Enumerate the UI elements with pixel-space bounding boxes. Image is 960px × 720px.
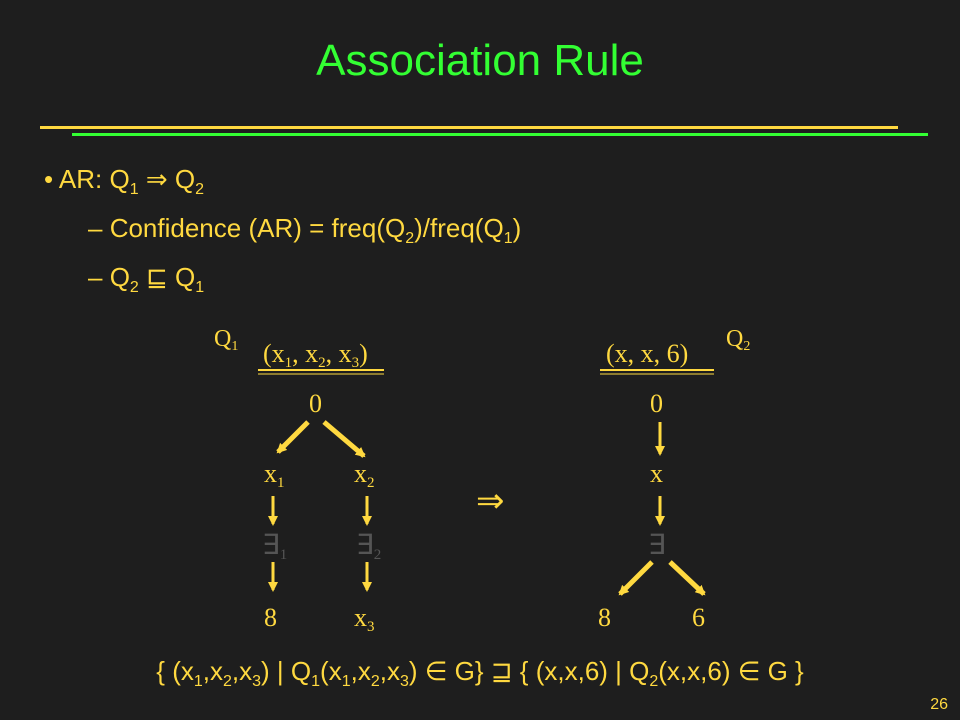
ar-prefix: AR: Q	[58, 164, 130, 194]
bullet-containment: – Q2 ⊑ Q1	[44, 258, 521, 307]
conf-sub2: 1	[503, 230, 513, 248]
q2-edge-exists-left	[618, 560, 654, 596]
q2-label: Q2	[726, 326, 750, 354]
ar-op: ⇒ Q	[138, 164, 196, 194]
cont-prefix: Q	[109, 262, 130, 293]
conf-mid: )/freq(Q	[414, 213, 504, 244]
dash: –	[88, 262, 110, 293]
q1-head-tuple: (x1, x2, x3)	[263, 339, 368, 371]
dash: –	[88, 213, 110, 244]
ar-sub1: 1	[129, 181, 139, 199]
q2-head-tuple: (x, x, 6)	[606, 339, 688, 368]
q1-leaf-left: 8	[264, 603, 277, 632]
q2-edge-exists-right	[668, 560, 706, 596]
q1-child-left: x1	[264, 459, 285, 491]
bullet-dot: •	[44, 164, 59, 194]
q2-child: x	[650, 459, 663, 488]
query-tree-diagram: Q1 (x1, x2, x3) 0 x1 x2 ∃1 ∃2 8 x3 ⇒ Q2 …	[214, 326, 750, 635]
q1-exists-right: ∃2	[356, 530, 381, 563]
conf-sub1: 2	[405, 230, 415, 248]
q1-leaf-right: x3	[354, 603, 375, 635]
conf-prefix: Confidence (AR) = freq(Q	[109, 213, 406, 244]
title-underline-green	[72, 133, 928, 136]
slide-title: Association Rule	[316, 36, 644, 85]
q1-root: 0	[309, 389, 322, 418]
q1-exists-left: ∃1	[262, 530, 287, 563]
q2-root: 0	[650, 389, 663, 418]
bullet-confidence: – Confidence (AR) = freq(Q2)/freq(Q1)	[44, 209, 521, 258]
cont-op: ⊑ Q	[138, 262, 196, 293]
bullet-list: • AR: Q1 ⇒ Q2 – Confidence (AR) = freq(Q…	[44, 160, 521, 308]
title-underline-yellow	[40, 126, 898, 129]
q2-leaf-left: 8	[598, 603, 611, 632]
q1-edge-root-left	[276, 420, 310, 454]
q1-edge-root-right	[322, 420, 366, 458]
q1-label: Q1	[214, 326, 238, 354]
cont-sub1: 2	[129, 279, 139, 297]
implies-symbol: ⇒	[476, 483, 505, 520]
q1-child-right: x2	[354, 459, 375, 491]
page-number: 26	[930, 696, 948, 713]
q2-exists: ∃	[648, 530, 666, 561]
cont-sub2: 1	[195, 279, 205, 297]
q2-leaf-right: 6	[692, 603, 705, 632]
bullet-ar: • AR: Q1 ⇒ Q2	[44, 160, 521, 209]
conf-suffix: )	[512, 213, 522, 244]
containment-formula: { (x1,x2,x3) | Q1(x1,x2,x3) ∈ G} ⊒ { (x,…	[156, 656, 804, 691]
ar-sub2: 2	[195, 181, 204, 199]
